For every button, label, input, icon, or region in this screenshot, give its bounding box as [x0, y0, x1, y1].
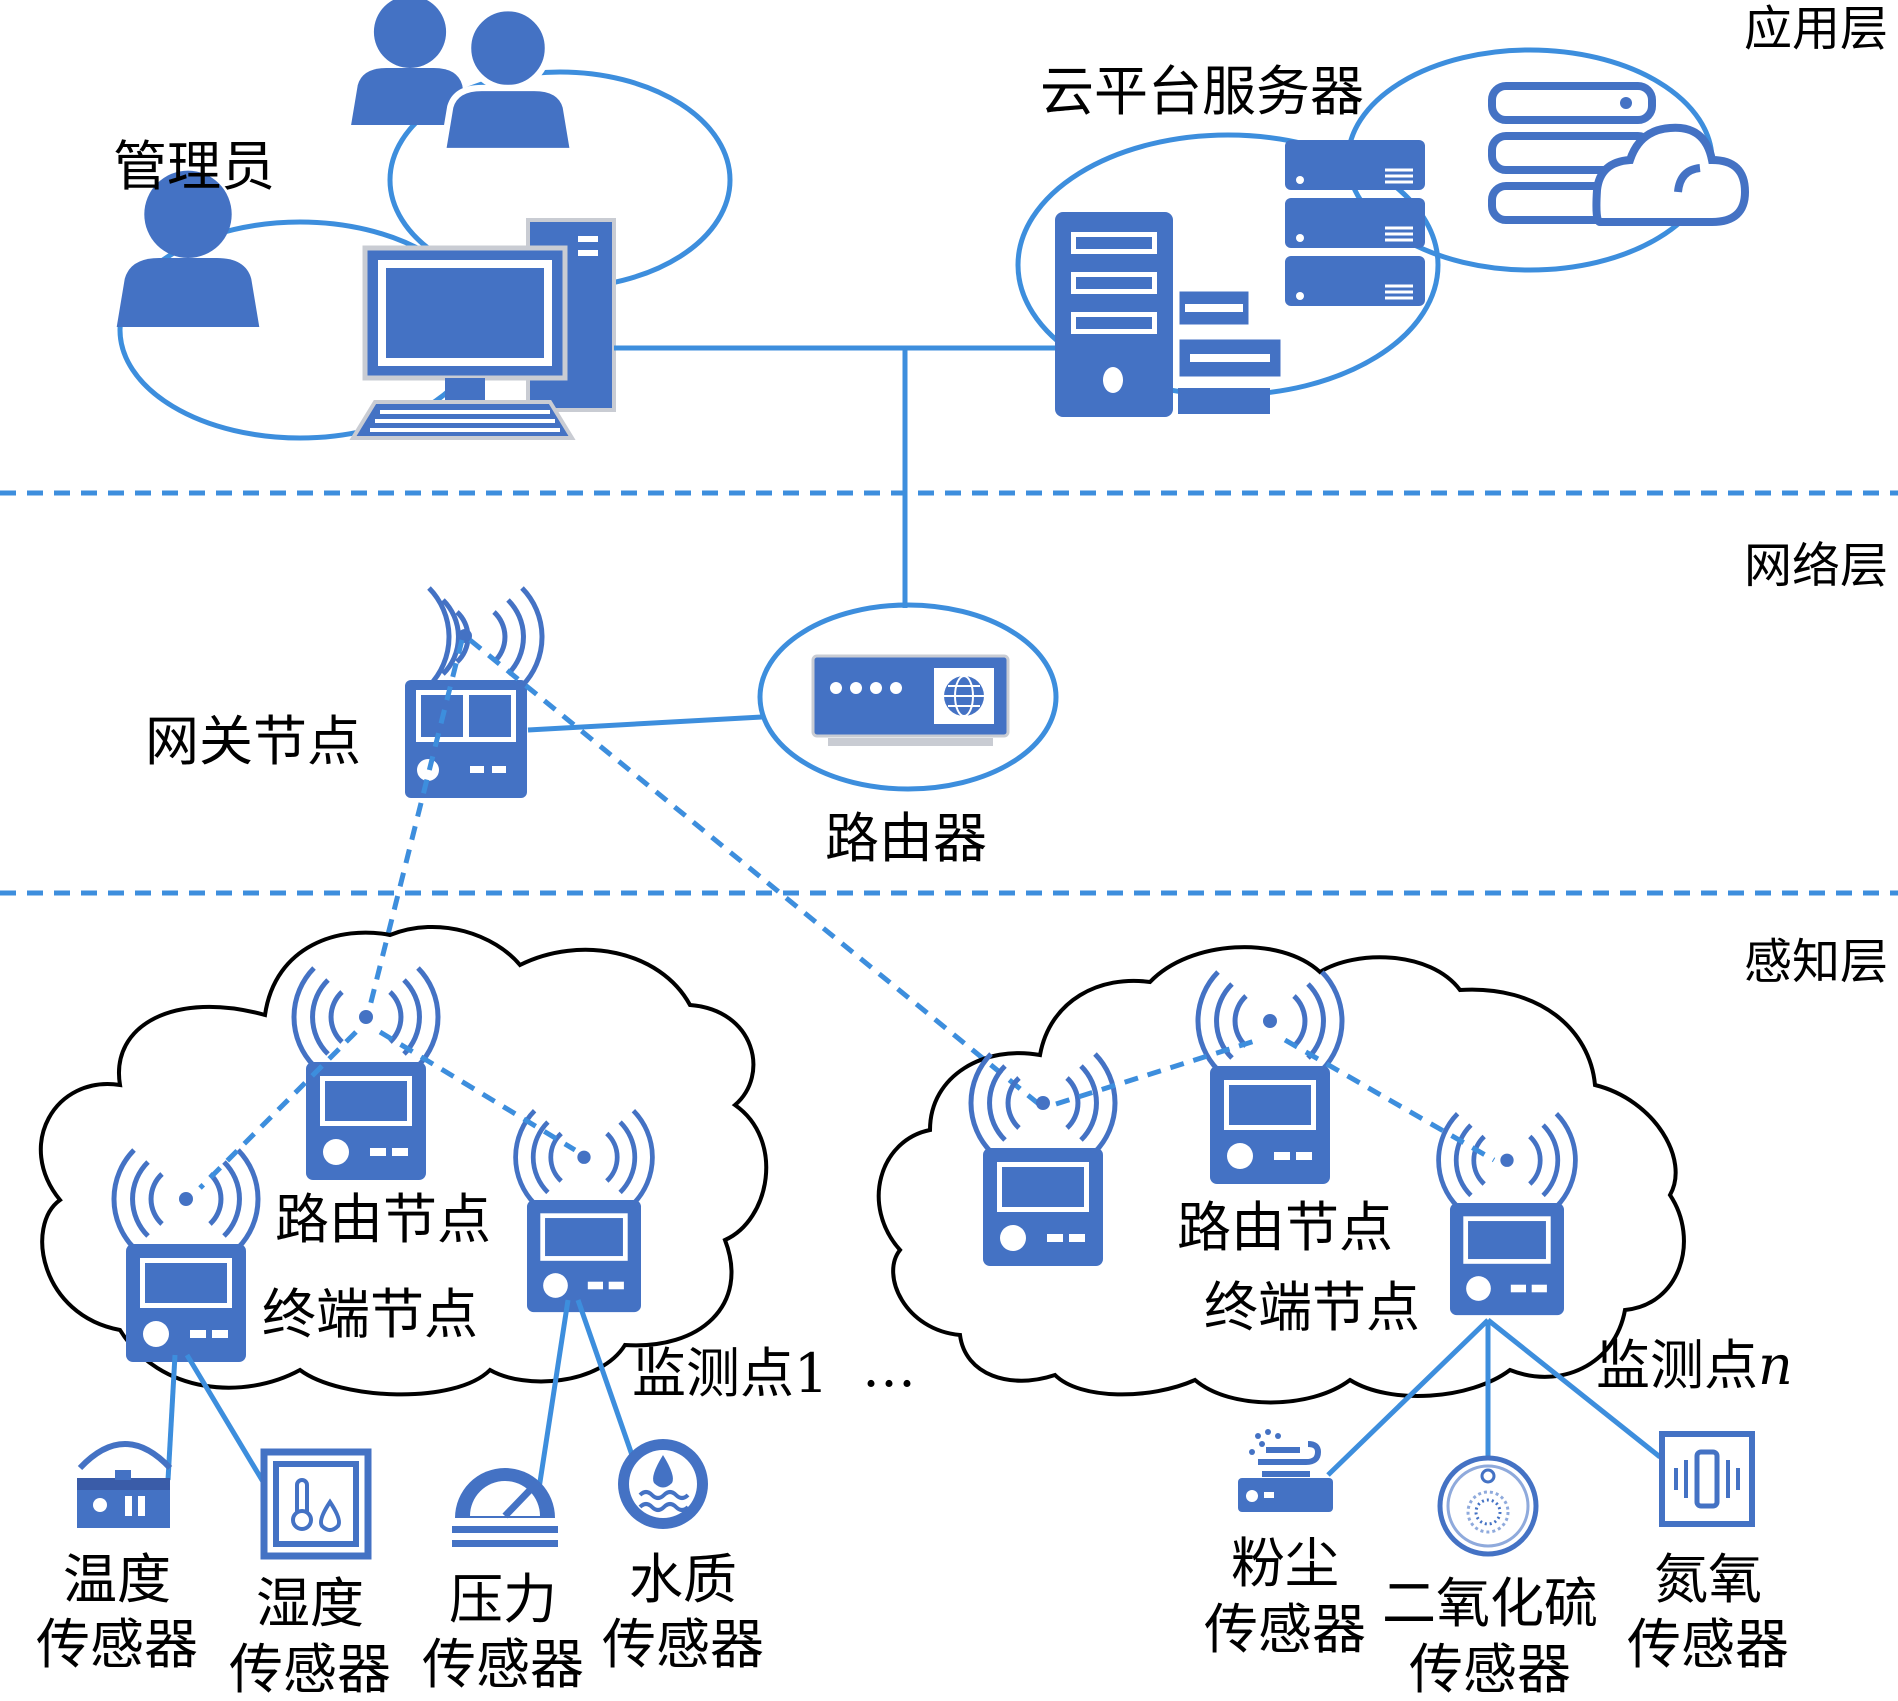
cluster1-terminal-node-label: 终端节点 [262, 1283, 478, 1346]
sensor-temperature-label-1: 温度 [63, 1548, 171, 1611]
router-ellipse [757, 602, 1059, 792]
sensor-so2-label-2: 传感器 [1409, 1638, 1571, 1701]
sensor-dust-label-1: 粉尘 [1231, 1532, 1339, 1595]
sensor-nox-label-1: 氮氧 [1654, 1548, 1762, 1611]
sensor-humidity-label-1: 湿度 [256, 1572, 364, 1635]
sensor-nox-label-2: 传感器 [1627, 1613, 1789, 1676]
sensor-humidity-label-2: 传感器 [229, 1638, 391, 1701]
router-label: 路由器 [825, 807, 987, 870]
gateway-label: 网关节点 [145, 710, 361, 773]
cluster2-terminal-node-right [1439, 1114, 1576, 1315]
thermometer-device-icon [77, 1441, 173, 1528]
cluster2-router-node-label: 路由节点 [1177, 1196, 1393, 1259]
cluster2-router-node [1198, 972, 1342, 1184]
sensor-water-label-1: 水质 [629, 1548, 737, 1611]
cloud-storage-icon [1488, 82, 1750, 226]
cluster-ellipsis: … [862, 1336, 916, 1399]
desktop-computer-icon [349, 218, 616, 440]
cloud-platform-label: 云平台服务器 [1040, 60, 1364, 123]
cluster2-terminal-node-label: 终端节点 [1204, 1276, 1420, 1339]
router-icon [811, 654, 1010, 746]
cluster1-terminal-node-left [114, 1150, 258, 1362]
cluster1-sensor-links [165, 1299, 635, 1496]
nitrogen-oxide-icon [1659, 1431, 1755, 1527]
cluster2-link-left [1055, 1037, 1259, 1107]
humidity-icon [260, 1448, 372, 1560]
gateway-node-icon [405, 586, 545, 798]
sensor-water-label-2: 传感器 [602, 1613, 764, 1676]
sensor-so2-label-1: 二氧化硫 [1382, 1572, 1598, 1635]
rack-server-icon [1285, 140, 1425, 306]
monitoring-cloud-1 [38, 925, 769, 1397]
cluster1-terminal-node-right [516, 1111, 653, 1312]
cluster2-sensor-links [1326, 1318, 1662, 1477]
water-quality-icon [618, 1439, 708, 1529]
layer-label-network: 网络层 [1744, 538, 1888, 594]
cluster2-terminal-node-left [971, 1054, 1115, 1266]
gateway-to-cluster2-link [468, 638, 1042, 1107]
cluster1-link-right [378, 1029, 577, 1153]
admin-label: 管理员 [113, 135, 275, 198]
cluster2-monitor-label: 监测点n [1596, 1334, 1793, 1397]
gateway-to-router-line [527, 714, 763, 733]
cluster1-link-left [198, 1030, 358, 1190]
cluster1-router-node-label: 路由节点 [275, 1188, 491, 1251]
network-switch-icon [1176, 288, 1284, 414]
tower-server-icon [1055, 212, 1173, 417]
dust-icon [1238, 1429, 1333, 1512]
sulfur-dioxide-icon [1437, 1455, 1539, 1557]
monitoring-cloud-2 [876, 945, 1686, 1405]
layer-label-perception: 感知层 [1744, 934, 1888, 990]
pressure-gauge-icon [452, 1468, 558, 1547]
sensor-pressure-label-2: 传感器 [422, 1633, 584, 1696]
person-icon-front [443, 8, 573, 151]
sensor-pressure-label-1: 压力 [449, 1568, 557, 1631]
gateway-to-cluster1-link [363, 639, 465, 1023]
sensor-dust-label-2: 传感器 [1204, 1598, 1366, 1661]
layer-label-application: 应用层 [1744, 1, 1888, 57]
cluster1-monitor-label: 监测点1 [632, 1342, 828, 1405]
cluster2-link-right [1283, 1037, 1496, 1163]
sensor-temperature-label-2: 传感器 [36, 1613, 198, 1676]
